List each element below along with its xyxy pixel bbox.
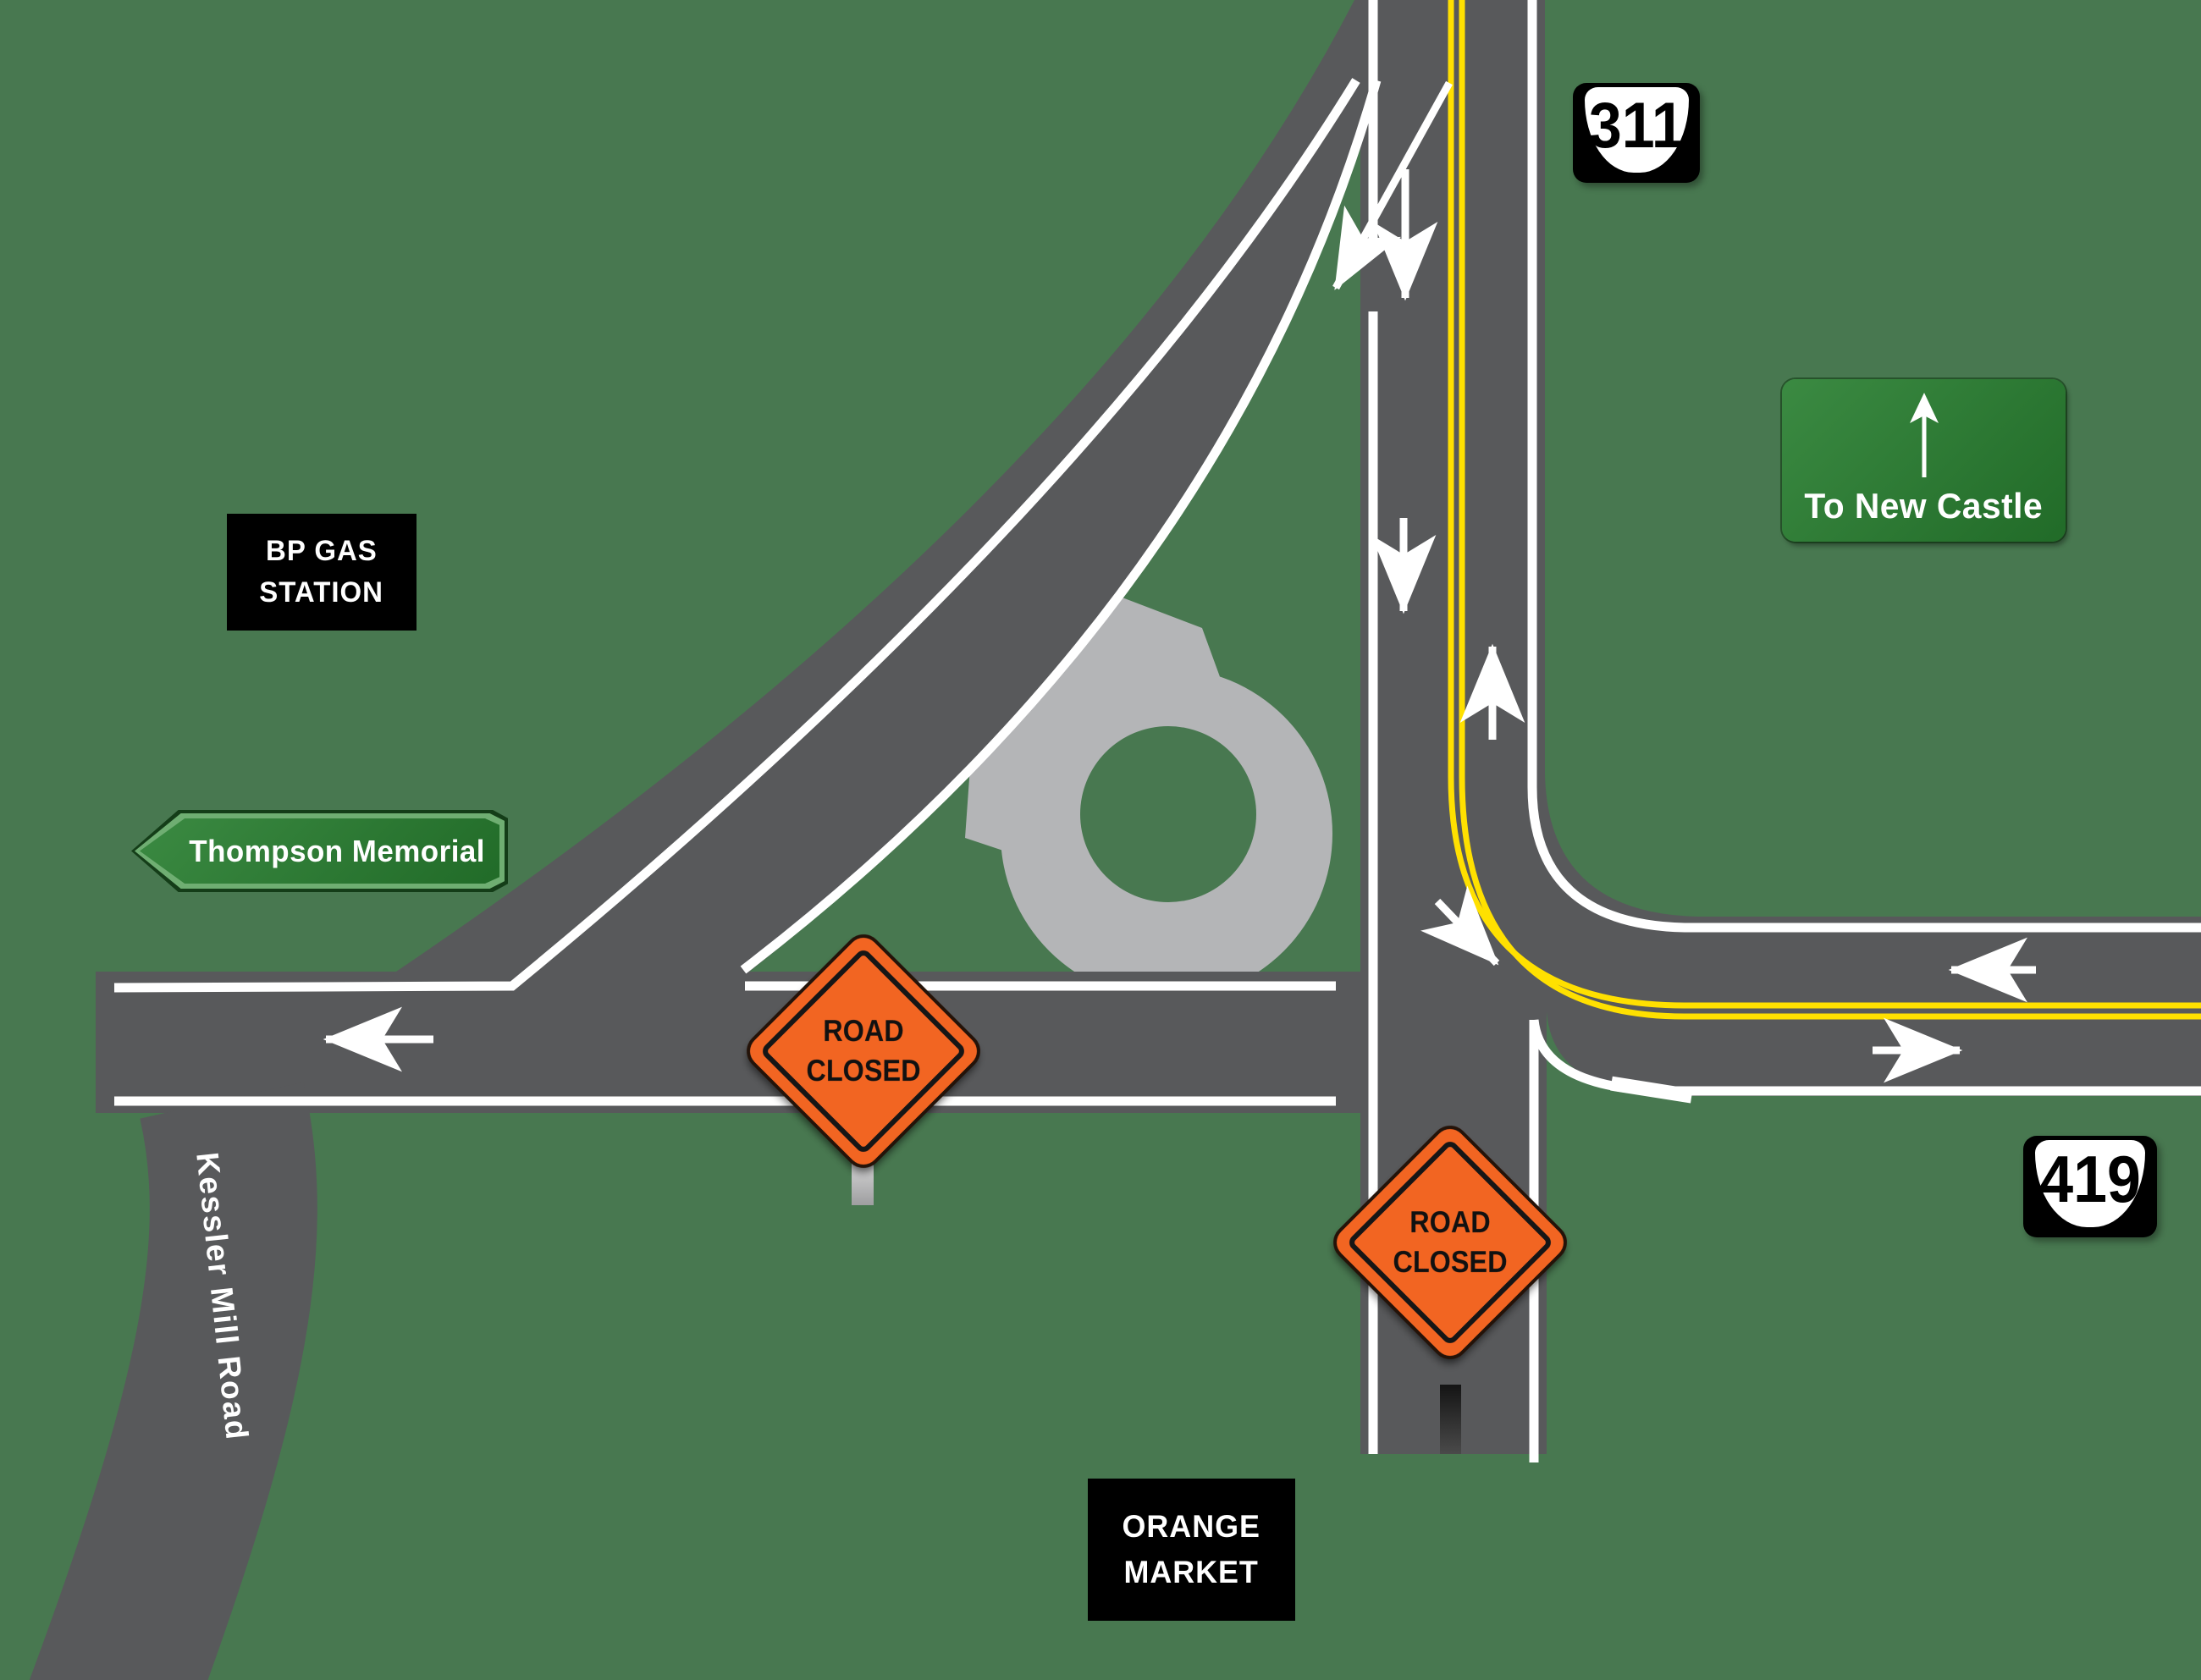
kessler-mill-road	[29, 1082, 317, 1680]
road-closed-sign-south: ROAD CLOSED	[1330, 1122, 1570, 1363]
edge-line-311-right-419-top	[1527, 0, 2201, 933]
direction-arrow-ramp	[1332, 80, 1453, 290]
sign-face: Thompson Memorial	[140, 818, 499, 884]
sign-post	[852, 1161, 874, 1205]
route-number: 419	[2039, 1141, 2141, 1216]
road-closed-sign-west: ROAD CLOSED	[743, 931, 984, 1171]
orange-market-sign: ORANGE MARKET	[1088, 1479, 1295, 1621]
route-419-shield: 419	[2023, 1136, 2157, 1237]
roundabout-bypass-ramp	[391, 0, 1378, 975]
road-closed-line1: ROAD	[823, 1013, 904, 1049]
direction-arrow-junction	[1420, 885, 1500, 967]
road-closed-line2: CLOSED	[1393, 1244, 1508, 1279]
roundabout-island	[1080, 726, 1256, 902]
sign-post	[1440, 1385, 1461, 1454]
road-closed-label: ROAD CLOSED	[779, 967, 948, 1136]
center-line-yellow	[1448, 0, 2201, 1020]
yellow-line-outer	[1459, 0, 2201, 1020]
road-closed-line1: ROAD	[1409, 1204, 1491, 1240]
road-closed-line2: CLOSED	[806, 1053, 921, 1088]
traffic-arrows	[323, 80, 2036, 1083]
road-closed-label: ROAD CLOSED	[1365, 1158, 1535, 1327]
bp-line2: STATION	[259, 576, 384, 609]
route-number: 311	[1588, 89, 1685, 162]
to-new-castle-label: To New Castle	[1804, 486, 2044, 526]
orange-market-line2: MARKET	[1123, 1555, 1260, 1589]
gore-stop-bar	[1610, 1076, 1693, 1104]
shield-face: 311	[1584, 86, 1689, 173]
to-new-castle-sign: To New Castle	[1782, 379, 2066, 542]
bp-line1: BP GAS	[266, 534, 378, 567]
up-arrow-icon	[1909, 393, 1939, 477]
thompson-memorial-label: Thompson Memorial	[189, 833, 485, 868]
thompson-memorial-sign: Thompson Memorial	[131, 810, 508, 892]
edge-line-ramp-left	[113, 78, 1360, 993]
bp-gas-station-sign: BP GAS STATION	[227, 514, 416, 631]
shield-face: 419	[2035, 1139, 2145, 1227]
orange-market-line1: ORANGE	[1122, 1509, 1261, 1545]
route-311-shield: 311	[1573, 83, 1700, 183]
edge-line-ramp-right	[740, 79, 1382, 974]
